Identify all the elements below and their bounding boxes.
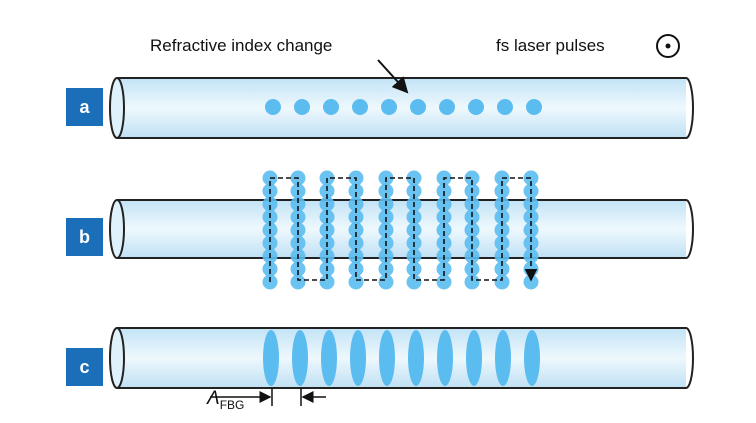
grating-plane bbox=[350, 330, 366, 386]
written-spot bbox=[494, 274, 510, 290]
written-spot bbox=[523, 196, 539, 212]
written-spot bbox=[319, 209, 335, 225]
panel-label-c: c bbox=[66, 348, 103, 386]
index-change-dot bbox=[468, 99, 484, 115]
written-spot bbox=[494, 235, 510, 251]
panel-label-b: b bbox=[66, 218, 103, 256]
refractive-index-label: Refractive index change bbox=[150, 36, 333, 55]
index-change-dot bbox=[439, 99, 455, 115]
written-spot bbox=[262, 196, 278, 212]
written-spot bbox=[290, 261, 306, 277]
index-change-dot bbox=[526, 99, 542, 115]
written-spot bbox=[378, 248, 394, 264]
written-spot bbox=[262, 235, 278, 251]
fiber-c bbox=[109, 327, 694, 389]
grating-plane bbox=[321, 330, 337, 386]
index-change-dot bbox=[352, 99, 368, 115]
index-change-dot bbox=[381, 99, 397, 115]
laser-pulses-label: fs laser pulses bbox=[496, 36, 605, 55]
written-spot bbox=[406, 248, 422, 264]
index-change-dot bbox=[497, 99, 513, 115]
index-change-dot bbox=[265, 99, 281, 115]
panel-label-a: a bbox=[66, 88, 103, 126]
index-change-dot bbox=[294, 99, 310, 115]
written-spot bbox=[494, 196, 510, 212]
written-spot bbox=[348, 222, 364, 238]
written-spot bbox=[464, 274, 480, 290]
grating-plane bbox=[495, 330, 511, 386]
written-spot bbox=[290, 274, 306, 290]
grating-plane bbox=[437, 330, 453, 386]
written-spot bbox=[378, 274, 394, 290]
grating-plane bbox=[408, 330, 424, 386]
written-spot bbox=[290, 196, 306, 212]
index-change-dot bbox=[410, 99, 426, 115]
written-spot bbox=[406, 274, 422, 290]
grating-plane bbox=[263, 330, 279, 386]
written-spot bbox=[348, 183, 364, 199]
written-spot bbox=[464, 170, 480, 186]
written-spot bbox=[319, 248, 335, 264]
written-spot bbox=[319, 274, 335, 290]
pointer-arrow bbox=[377, 59, 409, 94]
fiber-b bbox=[109, 199, 694, 259]
grating-plane bbox=[466, 330, 482, 386]
written-spot bbox=[436, 222, 452, 238]
written-spot bbox=[436, 261, 452, 277]
laser-scan-path bbox=[269, 177, 538, 282]
lambda-label: ΛFBG bbox=[207, 388, 245, 412]
written-spot bbox=[436, 274, 452, 290]
written-spot bbox=[378, 183, 394, 199]
written-spot bbox=[406, 209, 422, 225]
written-spot bbox=[464, 235, 480, 251]
grating-plane bbox=[524, 330, 540, 386]
grating-plane bbox=[379, 330, 395, 386]
written-spot bbox=[348, 274, 364, 290]
written-spot bbox=[523, 274, 539, 290]
written-spot bbox=[523, 235, 539, 251]
grating-plane bbox=[292, 330, 308, 386]
index-change-dot bbox=[323, 99, 339, 115]
